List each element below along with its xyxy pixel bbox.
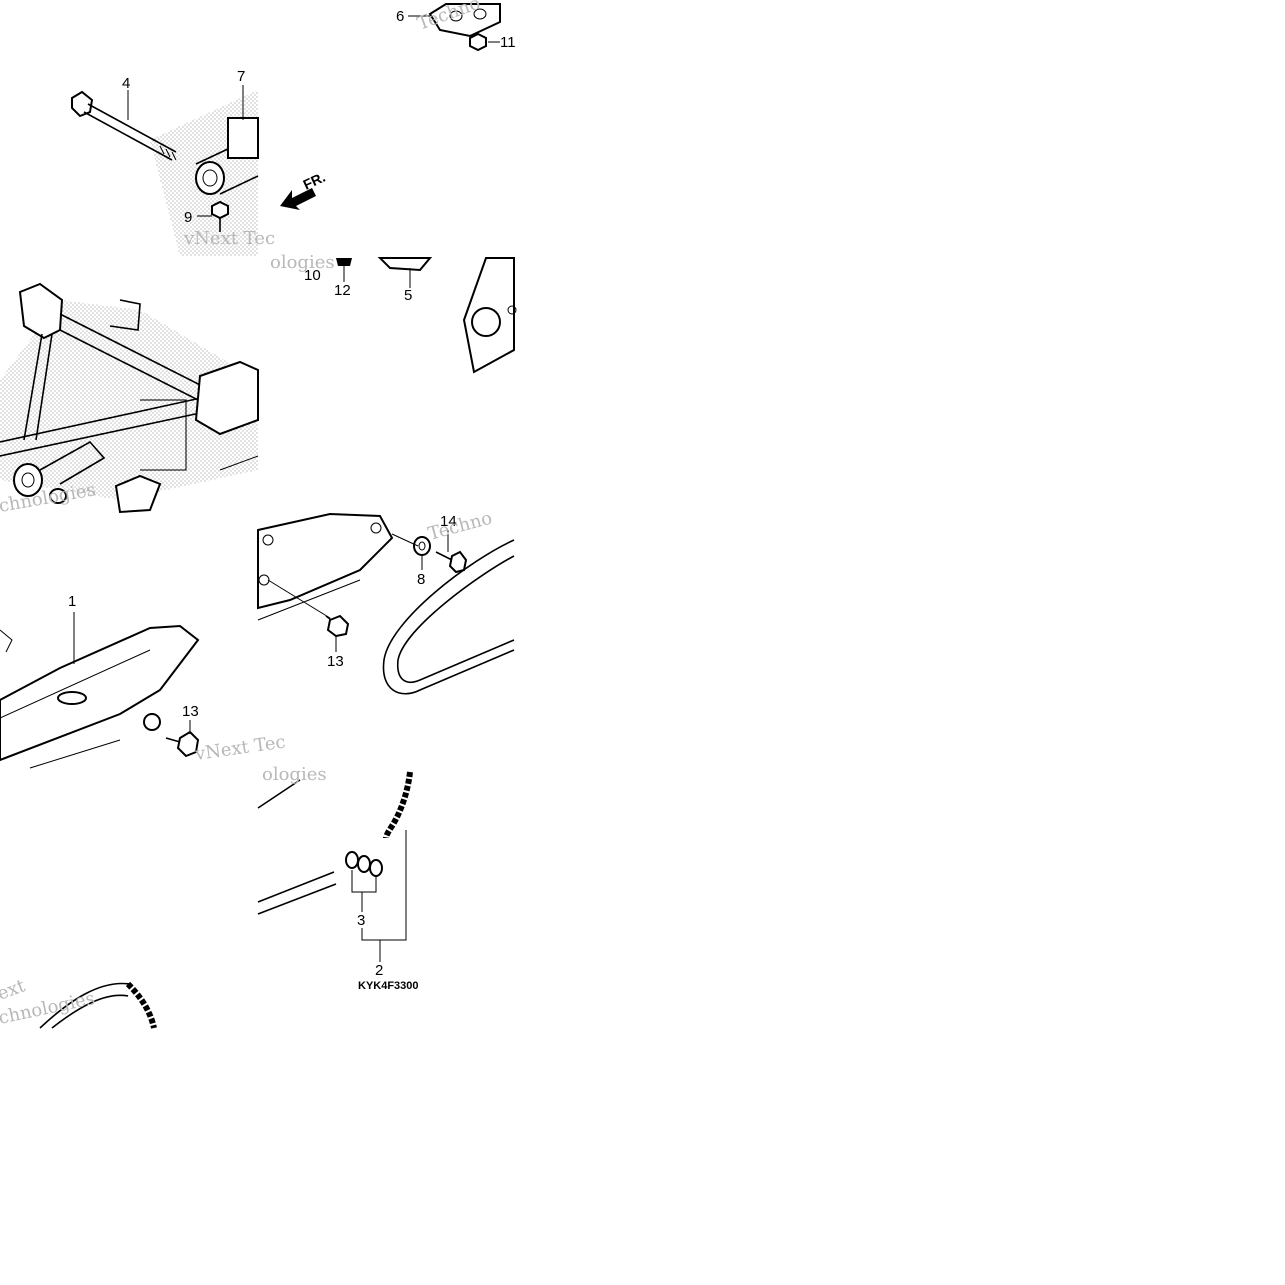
watermark-text: vNext Tec (183, 228, 275, 249)
callout-2: 2 (375, 962, 383, 979)
pivot-bolt-part (71, 90, 177, 161)
tile-swingarm: chnologies (0, 282, 259, 517)
chain-guide-plate-part (377, 257, 517, 374)
direction-label: FR. (301, 169, 328, 193)
watermark-text: ologies (262, 764, 327, 785)
watermark-text: ext (0, 975, 29, 1005)
diagram-code: KYK4F3300 (358, 980, 419, 992)
tile-chain-case: 1 13 vNext Tec (0, 593, 287, 769)
swingarm-part (0, 282, 259, 514)
callout-1: 1 (68, 593, 76, 610)
tile-pivot: 4 7 9 vNext Tec (71, 68, 275, 256)
washer-8-part (413, 536, 431, 556)
nut-11-part (469, 32, 487, 52)
callout-11: 11 (500, 34, 516, 51)
callout-13: 13 (182, 703, 199, 720)
chain-joint-part (345, 851, 383, 877)
pivot-bushing-part (195, 117, 259, 195)
callout-13: 13 (327, 653, 344, 670)
bolt-9-part (211, 200, 229, 232)
callout-12: 12 (334, 282, 351, 299)
callout-7: 7 (237, 68, 245, 85)
callout-4: 4 (122, 75, 130, 92)
tile-chain-guide: 10 12 5 ologies (270, 252, 517, 374)
callout-8: 8 (417, 571, 425, 588)
tile-chain-guard: 14 8 13 Techno (257, 508, 515, 695)
callout-10: 10 (304, 267, 321, 284)
front-direction-arrow-icon: FR. (280, 169, 328, 210)
callout-3: 3 (357, 912, 365, 929)
drive-chain-part (383, 771, 413, 839)
watermark-text: vNext Tec (193, 731, 287, 765)
tile-top-right: 6 11 Techno FR. (280, 0, 516, 210)
tile-drive-chain: 3 2 KYK4F3300 ologies ext chnologies (0, 764, 419, 1029)
bolt-14-part (435, 550, 468, 574)
callout-5: 5 (404, 287, 412, 304)
chain-slider-part (428, 3, 501, 38)
bolt-13-guard-part (325, 614, 350, 638)
chain-case-part (0, 624, 200, 769)
drive-chain-loop-part (382, 539, 515, 695)
chain-fragment-part (39, 981, 157, 1029)
chain-guard-part (257, 512, 394, 621)
callout-14: 14 (440, 513, 457, 530)
watermark-text: Techno (426, 508, 495, 545)
callout-6: 6 (396, 8, 404, 25)
nut-12-part (336, 258, 352, 266)
watermark-text: ologies (270, 252, 335, 273)
callout-9: 9 (184, 209, 192, 226)
